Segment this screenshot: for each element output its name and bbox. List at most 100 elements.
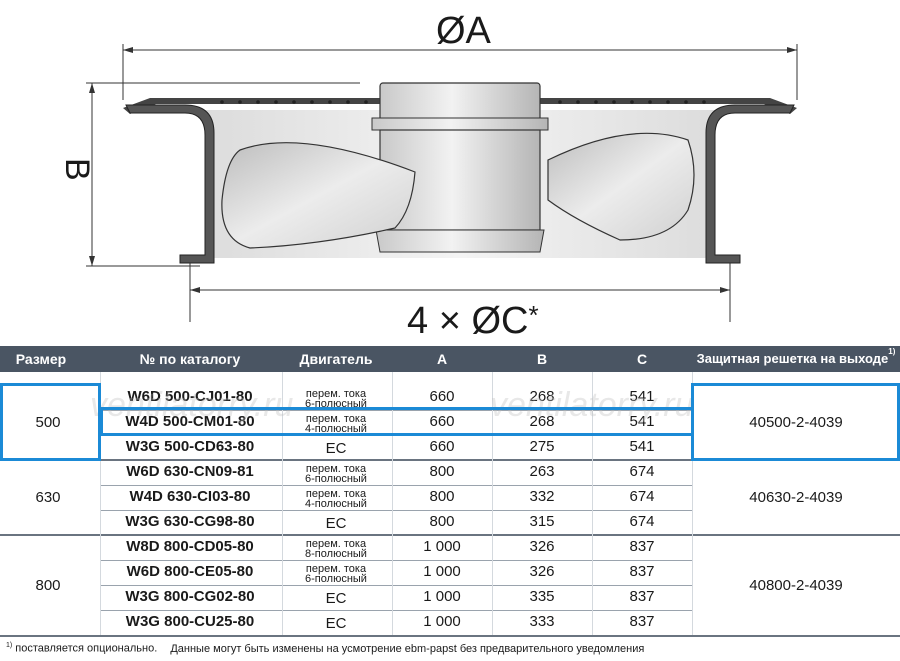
motor-type: EC [325,589,347,607]
header-size: Размер [15,351,67,367]
dimension-c-cell: 674 [629,463,655,480]
column-divider [592,372,593,635]
footnote-mark: 1) [6,642,13,649]
dimension-b-cell: 275 [529,438,555,455]
dimension-c-cell: 837 [629,563,655,580]
highlight-row-box [100,407,694,436]
dimension-b-label: B [58,158,96,181]
column-divider [392,372,393,635]
dimension-b-cell: 263 [529,463,555,480]
dimension-a-cell: 800 [429,488,455,505]
group-divider [0,459,900,461]
motor-type: EC [325,439,347,457]
dimension-b-cell: 268 [529,388,555,405]
dimension-c-cell: 837 [629,538,655,555]
row-divider [100,485,692,486]
dimension-c-cell: 674 [629,488,655,505]
fan-drawing [86,44,798,322]
dimension-b-cell: 332 [529,488,555,505]
row-divider [100,560,692,561]
motor-cell: EC [282,436,390,461]
column-divider [100,372,101,635]
catalog-number-cell: W4D 630-CI03-80 [129,488,251,505]
row-divider [100,610,692,611]
group-divider [0,534,900,536]
catalog-number-cell: W3G 800-CU25-80 [125,613,255,630]
motor-poles: 4-полюсный [305,422,367,435]
dimension-b-cell: 326 [529,538,555,555]
dimension-a-cell: 800 [429,513,455,530]
motor-type: перем. тока [305,412,367,425]
dimension-a-cell: 660 [429,413,455,430]
dimension-a-cell: 1 000 [423,613,461,630]
dimension-c-cell: 674 [629,513,655,530]
table-bottom-line [0,635,900,637]
motor-cell: EC [282,586,390,611]
catalog-number-cell: W3G 630-CG98-80 [125,513,255,530]
dimension-a-cell: 1 000 [423,538,461,555]
grille-cell: 40630-2-4039 [749,489,843,506]
column-divider [282,372,283,635]
size-cell: 800 [35,576,61,594]
motor-type: EC [325,614,347,632]
motor-type: перем. тока [305,537,367,550]
table-header: Размер № по каталогу Двигатель A B C Защ… [0,346,900,372]
motor-poles: 8-полюсный [305,547,367,560]
motor-poles: 6-полюсный [305,572,367,585]
motor-cell: EC [282,611,390,636]
dimension-c-cell: 541 [629,413,655,430]
row-divider [100,510,692,511]
dimension-a-cell: 800 [429,463,455,480]
motor-type: перем. тока [305,387,367,400]
dimension-b-cell: 333 [529,613,555,630]
motor-type: EC [325,514,347,532]
catalog-number-cell: W6D 500-CJ01-80 [127,388,253,405]
footnote-text: поставляется опционально. [15,642,158,655]
highlight-grille-box [691,383,900,461]
header-grille: Защитная решетка на выходе1) [692,346,900,372]
header-b: B [536,351,548,367]
dimension-a-cell: 1 000 [423,563,461,580]
highlight-size-box [0,383,101,461]
dimension-b-cell: 335 [529,588,555,605]
motor-type: перем. тока [305,487,367,500]
header-motor: Двигатель [299,351,373,367]
motor-poles: 6-полюсный [305,397,367,410]
grille-cell: 40800-2-4039 [749,576,843,594]
dimension-c-cell: 837 [629,588,655,605]
motor-type: перем. тока [305,562,367,575]
catalog-number-cell: W3G 500-CD63-80 [125,438,255,455]
header-catalog: № по каталогу [139,351,241,367]
motor-cell: EC [282,511,390,536]
dimension-a-cell: 660 [429,438,455,455]
motor-type: перем. тока [305,462,367,475]
catalog-number-cell: W8D 800-CD05-80 [126,538,254,555]
dimension-c-cell: 541 [629,438,655,455]
size-cell: 500 [35,414,61,431]
size-cell: 630 [35,489,61,506]
catalog-number-cell: W6D 800-CE05-80 [126,563,254,580]
footnote: 1) поставляется опционально. Данные могу… [6,642,644,655]
motor-poles: 6-полюсный [305,472,367,485]
grille-cell: 40500-2-4039 [749,414,843,431]
dimension-c-cell: 837 [629,613,655,630]
dimension-c-mark: * [528,300,539,330]
dimension-a-cell: 1 000 [423,588,461,605]
dimension-a-label: ØA [436,10,491,52]
motor-poles: 4-полюсный [305,497,367,510]
dimension-b-cell: 268 [529,413,555,430]
column-divider [692,372,693,635]
catalog-number-cell: W4D 500-CM01-80 [125,413,255,430]
footnote-disclaimer: Данные могут быть изменены на усмотрение… [170,642,645,655]
header-a: A [436,351,448,367]
dimension-a-cell: 660 [429,388,455,405]
header-c: C [636,351,648,367]
row-divider [100,410,692,411]
dimension-c-text: 4 × ØC [407,300,529,342]
